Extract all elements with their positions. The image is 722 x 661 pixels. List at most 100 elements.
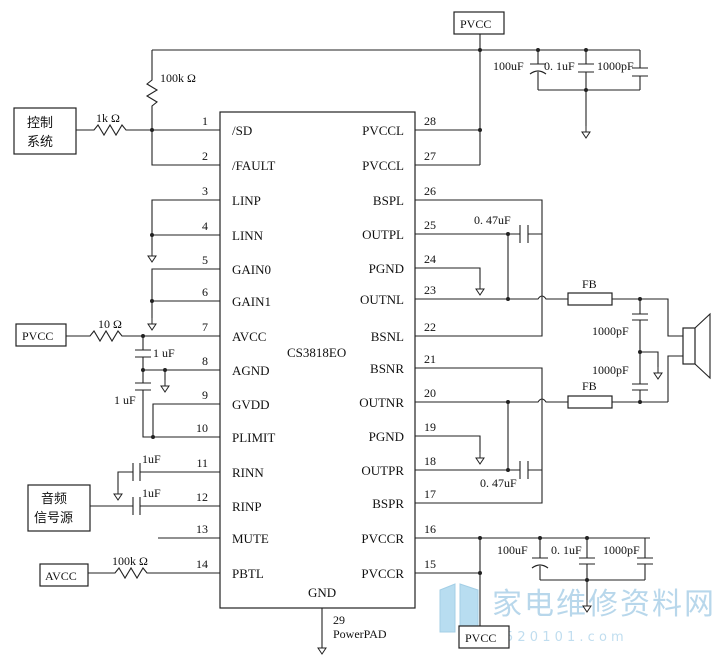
watermark: 家电维修资料网 5 2 0 1 0 1 . c o m <box>439 583 716 645</box>
pin-22-num: 22 <box>424 320 436 334</box>
pin-1-num: 1 <box>202 114 208 128</box>
pin-4-name: LINN <box>232 228 264 243</box>
audio-source-line2: 信号源 <box>34 511 73 526</box>
pin-20-name: OUTNR <box>359 395 404 410</box>
pvcc-top-label: PVCC <box>460 17 491 31</box>
pin-16-name: PVCCR <box>361 531 404 546</box>
ic-body <box>219 111 416 609</box>
pin-3-num: 3 <box>202 184 208 198</box>
pin-6-name: GAIN1 <box>232 294 271 309</box>
bottom-cap-3-label: 1000pF <box>603 543 640 557</box>
bottom-cap-2-label: 0. 1uF <box>551 543 582 557</box>
pin-26-name: BSPL <box>373 193 404 208</box>
pin-2-num: 2 <box>202 149 208 163</box>
pin-6-num: 6 <box>202 285 208 299</box>
ferrite-bead-l <box>567 292 613 306</box>
control-system-line2: 系统 <box>27 135 53 150</box>
pin-3-name: LINP <box>232 193 261 208</box>
left-pin-group: /SD1/FAULT2LINP3LINN4GAIN05GAIN16AVCC7AG… <box>185 114 275 581</box>
fb-cap-r-label: 1000pF <box>592 363 629 377</box>
control-resistor-label: 1k Ω <box>96 111 120 125</box>
boot-cap-l-label: 0. 47uF <box>474 213 511 227</box>
pin-8-name: AGND <box>232 363 270 378</box>
top-cap-1-label: 100uF <box>493 59 524 73</box>
pin-27-num: 27 <box>424 149 436 163</box>
pin-12-num: 12 <box>196 490 208 504</box>
right-pin-group: PVCCL28PVCCL27BSPL26OUTPL25PGND24OUTNL23… <box>359 114 436 581</box>
fb-r-label: FB <box>582 379 597 393</box>
avcc-box <box>39 563 89 587</box>
watermark-url: 5 2 0 1 0 1 . c o m <box>505 630 624 645</box>
pin-4-num: 4 <box>202 219 208 233</box>
control-system-box <box>13 107 77 155</box>
pin-23-name: OUTNL <box>360 292 404 307</box>
pullup-resistor-label: 100k Ω <box>160 71 196 85</box>
pvcc-left-label: PVCC <box>22 329 53 343</box>
pin-28-name: PVCCL <box>362 123 404 138</box>
watermark-text: 家电维修资料网 <box>492 587 716 622</box>
audio-source-line1: 音频 <box>41 491 67 507</box>
avcc-resistor <box>66 329 220 343</box>
pvcc-bottom-box <box>458 625 510 649</box>
pin-8-num: 8 <box>202 354 208 368</box>
pin-10-name: PLIMIT <box>232 430 275 445</box>
speaker-icon <box>682 312 711 380</box>
pin-14-num: 14 <box>196 557 208 571</box>
pbtl-resistor-label: 100k Ω <box>112 554 148 568</box>
boot-cap-r-label: 0. 47uF <box>480 476 517 490</box>
avcc-cap-label: 1 uF <box>153 346 175 360</box>
pin-5-name: GAIN0 <box>232 262 271 277</box>
pvcc-bottom-label: PVCC <box>465 631 496 645</box>
bottom-cap-1-label: 100uF <box>497 543 528 557</box>
pin-21-num: 21 <box>424 352 436 366</box>
pin-11-num: 11 <box>196 456 208 470</box>
ferrite-bead-r <box>567 395 613 409</box>
pin-27-name: PVCCL <box>362 158 404 173</box>
pin-19-num: 19 <box>424 420 436 434</box>
pin-21-name: BSNR <box>370 361 404 376</box>
pin-29-num: 29 <box>333 613 345 627</box>
top-cap-2-label: 0. 1uF <box>544 59 575 73</box>
pin-10-num: 10 <box>196 421 208 435</box>
pin-24-name: PGND <box>369 261 404 276</box>
pin-20-num: 20 <box>424 386 436 400</box>
ic-name: CS3818EO <box>287 345 346 360</box>
pullup-resistor <box>145 50 159 130</box>
control-system-line1: 控制 <box>27 116 53 131</box>
pin-19-name: PGND <box>369 429 404 444</box>
avcc-resistor-label: 10 Ω <box>98 317 122 331</box>
audio-source-box <box>27 484 91 532</box>
pin-1-name: /SD <box>232 123 252 138</box>
avcc-label: AVCC <box>45 569 77 583</box>
pin-9-num: 9 <box>202 388 208 402</box>
pin-14-name: PBTL <box>232 566 264 581</box>
pin-17-name: BSPR <box>372 496 404 511</box>
pin-23-num: 23 <box>424 283 436 297</box>
pin-gnd-name: GND <box>308 585 336 600</box>
gvdd-cap-label: 1 uF <box>114 393 136 407</box>
pin-9-name: GVDD <box>232 397 270 412</box>
pin-13-num: 13 <box>196 522 208 536</box>
control-resistor <box>76 123 152 137</box>
pin-22-name: BSNL <box>371 329 404 344</box>
pin-25-num: 25 <box>424 218 436 232</box>
pin-26-num: 26 <box>424 184 436 198</box>
pin-16-num: 16 <box>424 522 436 536</box>
fb-cap-l-label: 1000pF <box>592 324 629 338</box>
powerpad-label: PowerPAD <box>333 627 387 641</box>
rinn-cap-label: 1uF <box>142 452 161 466</box>
pbtl-resistor <box>88 566 220 580</box>
pin-5-num: 5 <box>202 253 208 267</box>
fb-l-label: FB <box>582 277 597 291</box>
rinp-cap-label: 1uF <box>142 486 161 500</box>
pin-24-num: 24 <box>424 252 436 266</box>
pin-12-name: RINP <box>232 499 262 514</box>
pin-7-num: 7 <box>202 320 208 334</box>
pin-11-name: RINN <box>232 465 264 480</box>
pin-25-name: OUTPL <box>362 227 404 242</box>
pvcc-top-box <box>453 11 505 35</box>
pin-7-name: AVCC <box>232 329 266 344</box>
pin-17-num: 17 <box>424 487 436 501</box>
pvcc-left-box <box>15 323 67 347</box>
